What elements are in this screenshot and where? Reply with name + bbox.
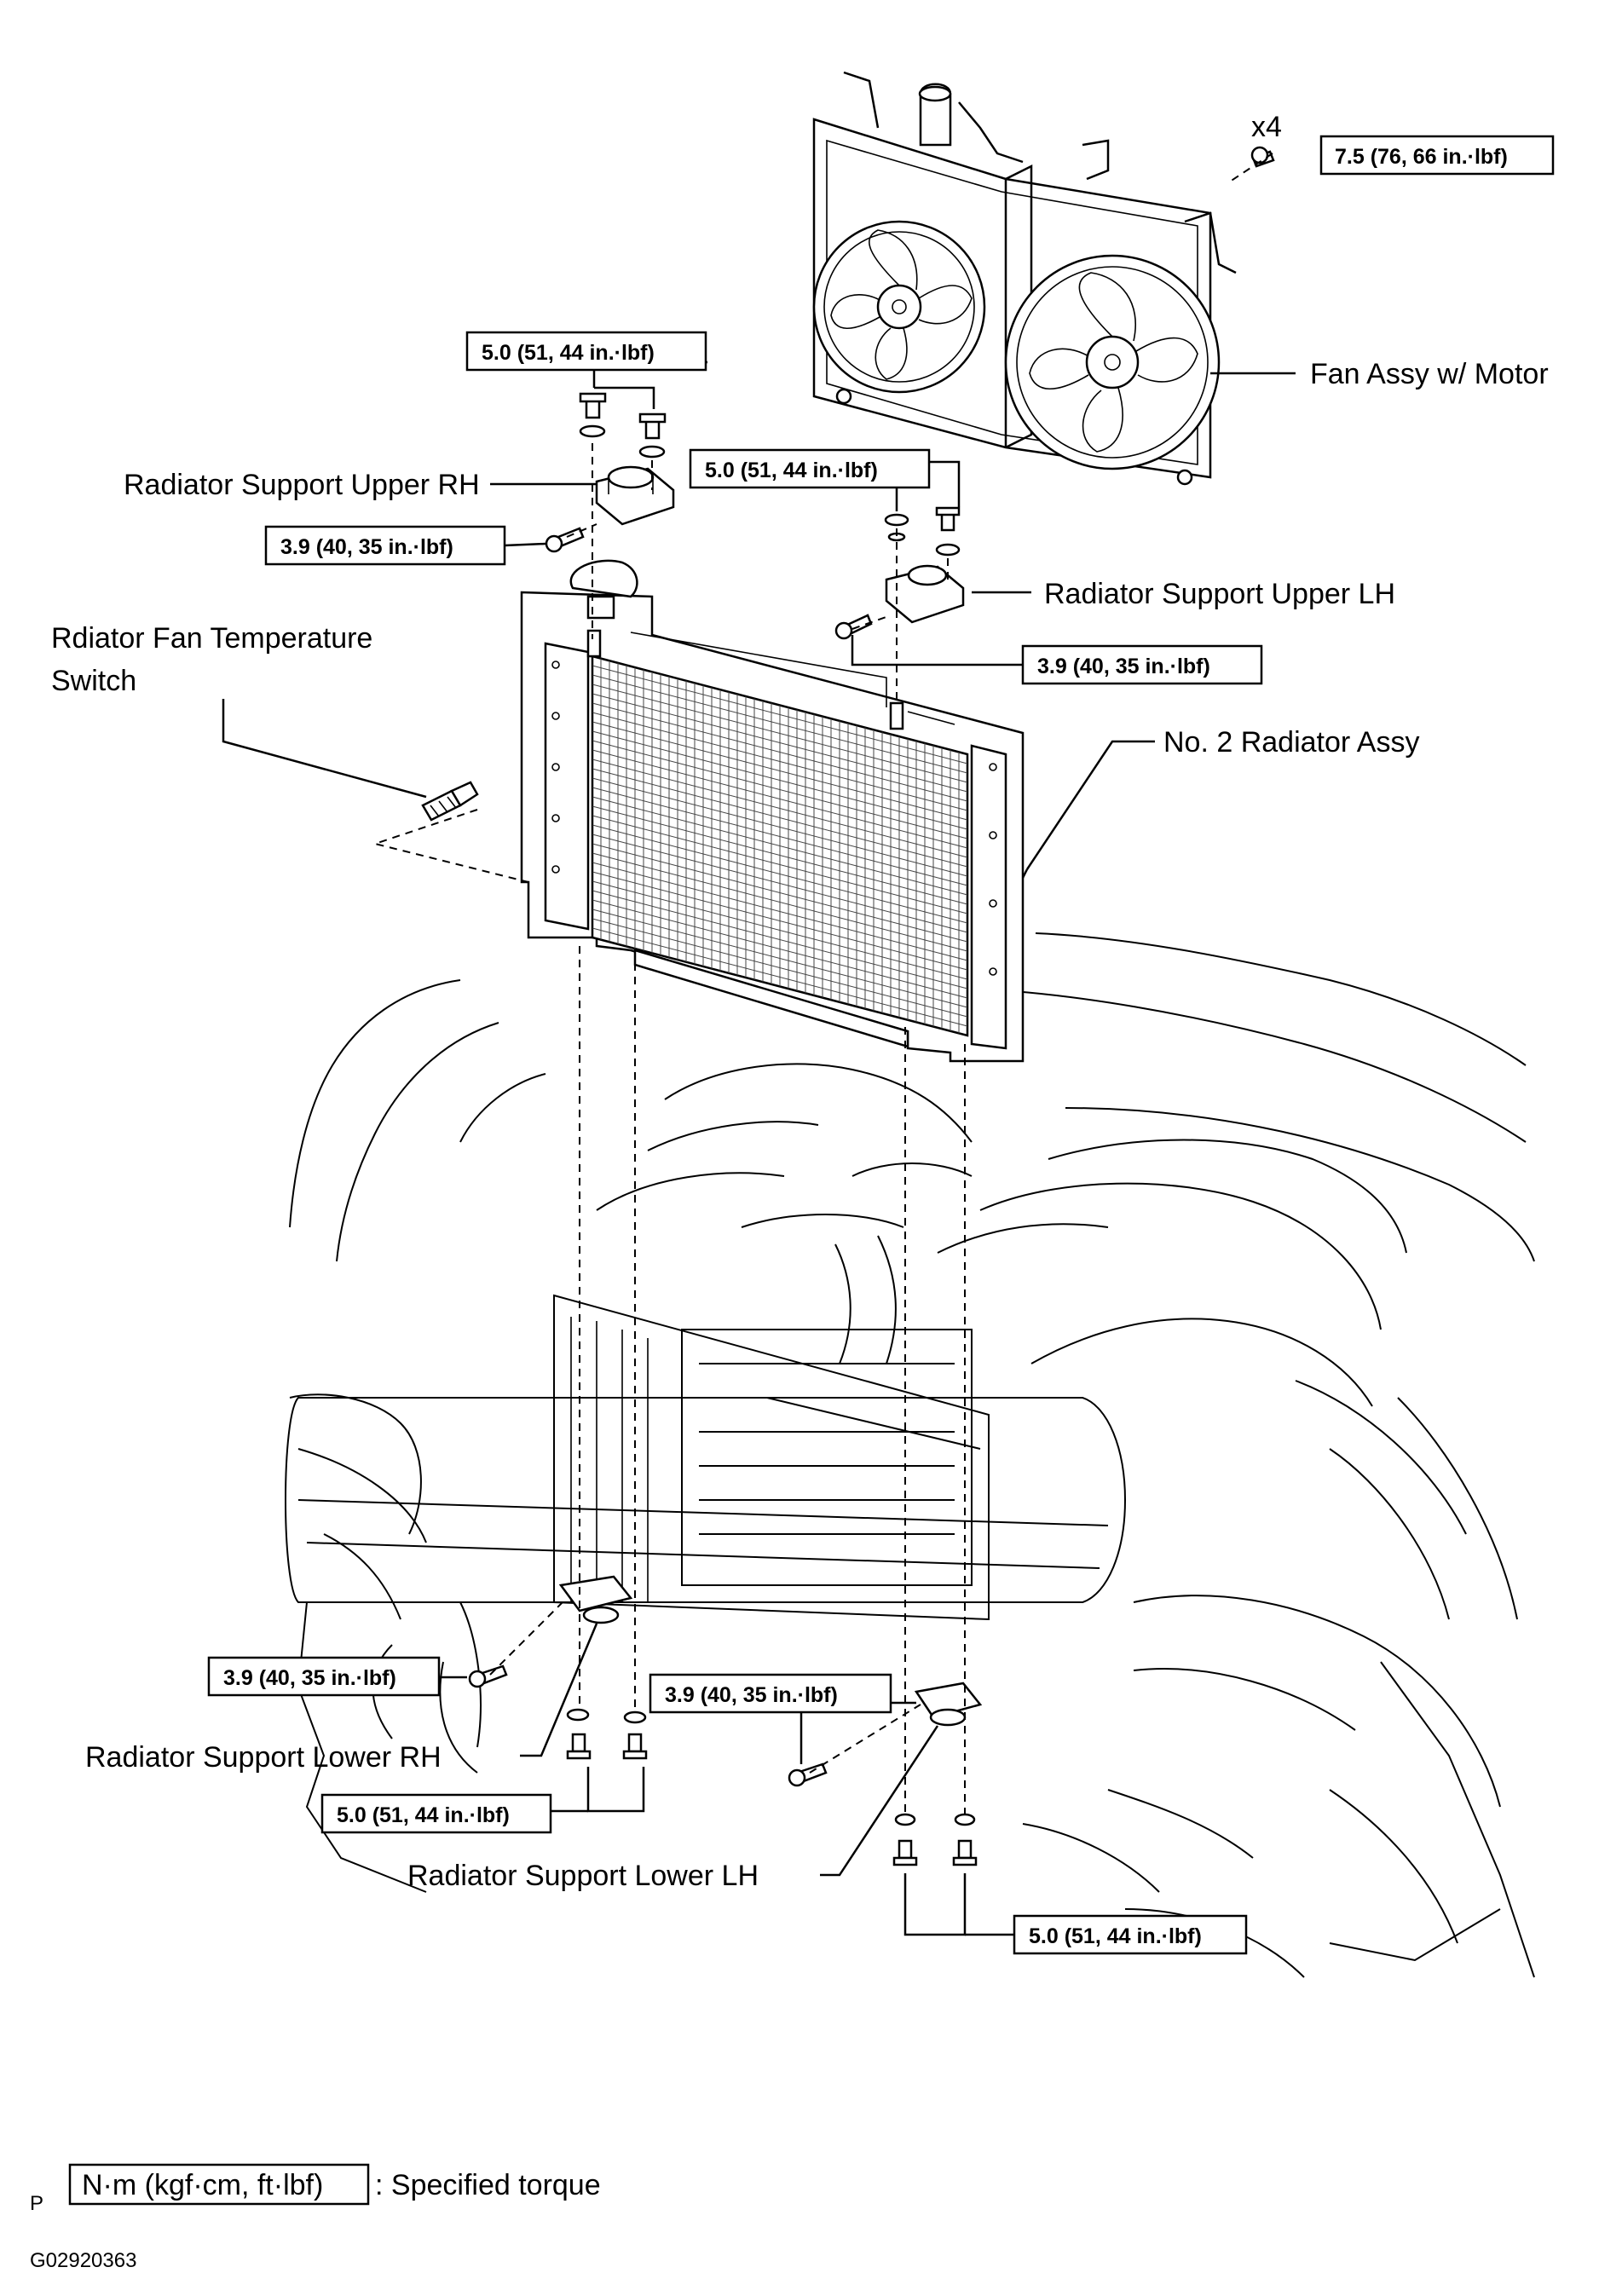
support-upper-rh-drawing — [545, 392, 675, 553]
torque-lower-lh-side-text: 3.9 (40, 35 in.·lbf) — [665, 1683, 838, 1707]
torque-box-upper-rh-side: 3.9 (40, 35 in.·lbf) — [264, 525, 506, 566]
torque-box-lower-lh-side: 3.9 (40, 35 in.·lbf) — [649, 1673, 892, 1714]
torque-upper-rh-top-text: 5.0 (51, 44 in.·lbf) — [482, 341, 655, 365]
label-support-lower-rh: Radiator Support Lower RH — [85, 1741, 442, 1774]
support-upper-lh-drawing — [834, 506, 965, 640]
fan-temp-switch-drawing — [421, 781, 479, 822]
engine-bay-background — [285, 932, 1535, 1978]
torque-box-lower-lh-bottom: 5.0 (51, 44 in.·lbf) — [1013, 1914, 1248, 1955]
label-fan-temp-switch-line1: Rdiator Fan Temperature — [51, 622, 372, 655]
legend-prefix: P — [30, 2192, 43, 2215]
label-support-upper-rh: Radiator Support Upper RH — [124, 469, 480, 501]
label-no2-radiator: No. 2 Radiator Assy — [1163, 726, 1419, 759]
torque-upper-lh-side-text: 3.9 (40, 35 in.·lbf) — [1037, 655, 1210, 678]
torque-box-lower-rh-side: 3.9 (40, 35 in.·lbf) — [207, 1656, 441, 1697]
figure-id: G02920363 — [30, 2249, 136, 2272]
qty-x4-label: x4 — [1251, 111, 1282, 143]
torque-upper-lh-top-text: 5.0 (51, 44 in.·lbf) — [705, 459, 878, 482]
torque-box-upper-rh-top: 5.0 (51, 44 in.·lbf) — [465, 331, 707, 372]
torque-lower-lh-bottom-text: 5.0 (51, 44 in.·lbf) — [1029, 1924, 1202, 1948]
torque-legend: P N·m (kgf·cm, ft·lbf) : Specified torqu… — [30, 2163, 601, 2215]
torque-fan-text: 7.5 (76, 66 in.·lbf) — [1335, 145, 1508, 169]
support-lower-rh-drawing — [468, 1575, 648, 1760]
torque-box-upper-lh-top: 5.0 (51, 44 in.·lbf) — [689, 448, 931, 489]
torque-lower-rh-side-text: 3.9 (40, 35 in.·lbf) — [223, 1666, 396, 1690]
radiator-core-fins — [592, 658, 968, 1034]
torque-box-upper-lh-side: 3.9 (40, 35 in.·lbf) — [1021, 644, 1263, 685]
torque-lower-rh-bottom-text: 5.0 (51, 44 in.·lbf) — [337, 1803, 510, 1827]
torque-box-lower-rh-bottom: 5.0 (51, 44 in.·lbf) — [320, 1793, 552, 1834]
label-fan-assy: Fan Assy w/ Motor — [1310, 358, 1549, 390]
fan-bolt-drawing — [1250, 146, 1275, 168]
label-support-lower-lh: Radiator Support Lower LH — [407, 1860, 759, 1892]
label-fan-temp-switch-line2: Switch — [51, 665, 136, 697]
fan-assy-drawing — [812, 71, 1237, 486]
label-support-upper-lh: Radiator Support Upper LH — [1044, 578, 1395, 610]
legend-description: : Specified torque — [375, 2169, 601, 2201]
legend-unit-box: N·m (kgf·cm, ft·lbf) — [82, 2169, 323, 2201]
no2-radiator-drawing — [520, 559, 1025, 1063]
torque-box-fan: 7.5 (76, 66 in.·lbf) — [1319, 135, 1555, 176]
alignment-lines — [372, 153, 1273, 1815]
torque-upper-rh-side-text: 3.9 (40, 35 in.·lbf) — [280, 535, 453, 559]
